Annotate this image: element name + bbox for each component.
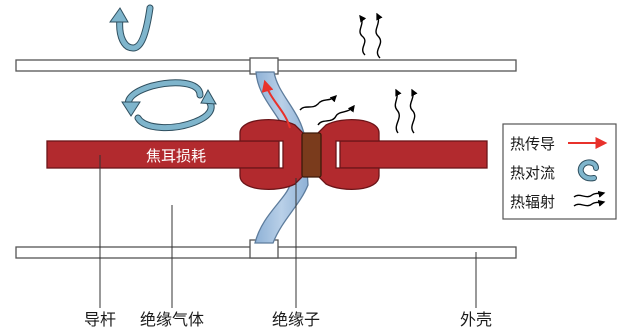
conductor-rod-left [46, 140, 280, 169]
label-shell: 外壳 [460, 310, 492, 329]
radiation-squiggle-top [359, 12, 383, 59]
legend-item-radiation-label: 热辐射 [510, 193, 555, 211]
radiation-squiggle-mid [299, 95, 355, 126]
convection-curl-top [109, 4, 154, 52]
legend-item-conduction-label: 热传导 [510, 135, 555, 153]
legend: 热传导 热对流 热辐射 [502, 123, 617, 220]
conduction-arrow [261, 79, 291, 129]
conductor-label: 焦耳损耗 [146, 147, 206, 165]
label-gas: 绝缘气体 [140, 310, 204, 329]
label-rod: 导杆 [84, 310, 116, 329]
convection-curl-icon [577, 159, 599, 182]
radiation-squiggle-right [394, 88, 418, 134]
legend-item-convection-label: 热对流 [510, 164, 555, 182]
leader-lines [99, 155, 477, 308]
conductor-rod-right [339, 140, 488, 169]
contact-right [317, 119, 380, 190]
label-insulator: 绝缘子 [272, 310, 320, 329]
convection-loop [121, 79, 217, 132]
contact-left [239, 119, 304, 190]
insulator-core [301, 132, 322, 178]
shell-bottom-bar [15, 239, 517, 259]
radiation-squiggle-icon [573, 190, 606, 207]
